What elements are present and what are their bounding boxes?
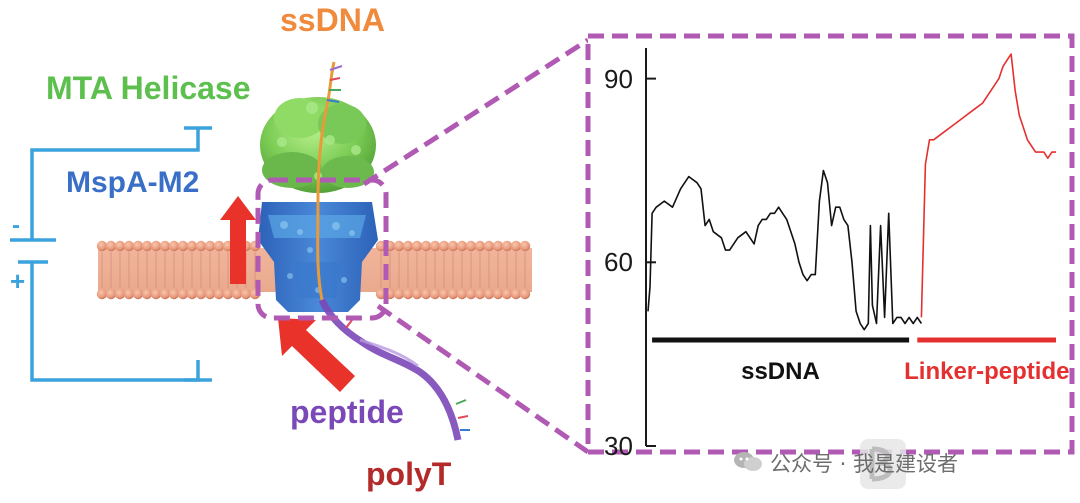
entry-arrow [278,318,355,392]
watermark-logo [860,439,906,489]
inset-box [585,33,1075,455]
current-trace-chart [645,48,1056,447]
polyt-label: polyT [366,456,452,492]
connector-line-top [362,37,590,187]
lipid-bilayer [96,240,532,300]
trace-ssdna [647,169,923,331]
ssdna-segment-label: ssDNA [741,358,820,385]
battery-minus-label: - [12,212,20,239]
watermark-text: 公众号 · 我是建设者 [770,452,959,476]
connector-line-bottom [376,303,590,455]
peptide-label: peptide [290,394,404,430]
linker-peptide-segment-label: Linker-peptide [904,358,1070,385]
battery-plus-label: + [10,266,26,296]
circuit-wire-top [30,128,200,240]
ssdna-label: ssDNA [280,2,385,38]
wechat-icon [734,452,762,471]
trace-linker-peptide [920,53,1056,318]
circuit-wire-bottom [30,262,200,382]
pore-highlight-box [255,177,389,321]
y-tick-label-60: 60 [604,247,633,278]
circuit [10,126,212,382]
up-arrow [220,196,256,284]
pore-label: MspA-M2 [66,166,200,199]
peptide-tail [318,298,470,441]
helicase-label: MTA Helicase [46,70,251,106]
y-tick-label-30: 30 [604,431,633,461]
y-tick-label-90: 90 [604,63,633,94]
ssdna-strand [316,61,343,301]
